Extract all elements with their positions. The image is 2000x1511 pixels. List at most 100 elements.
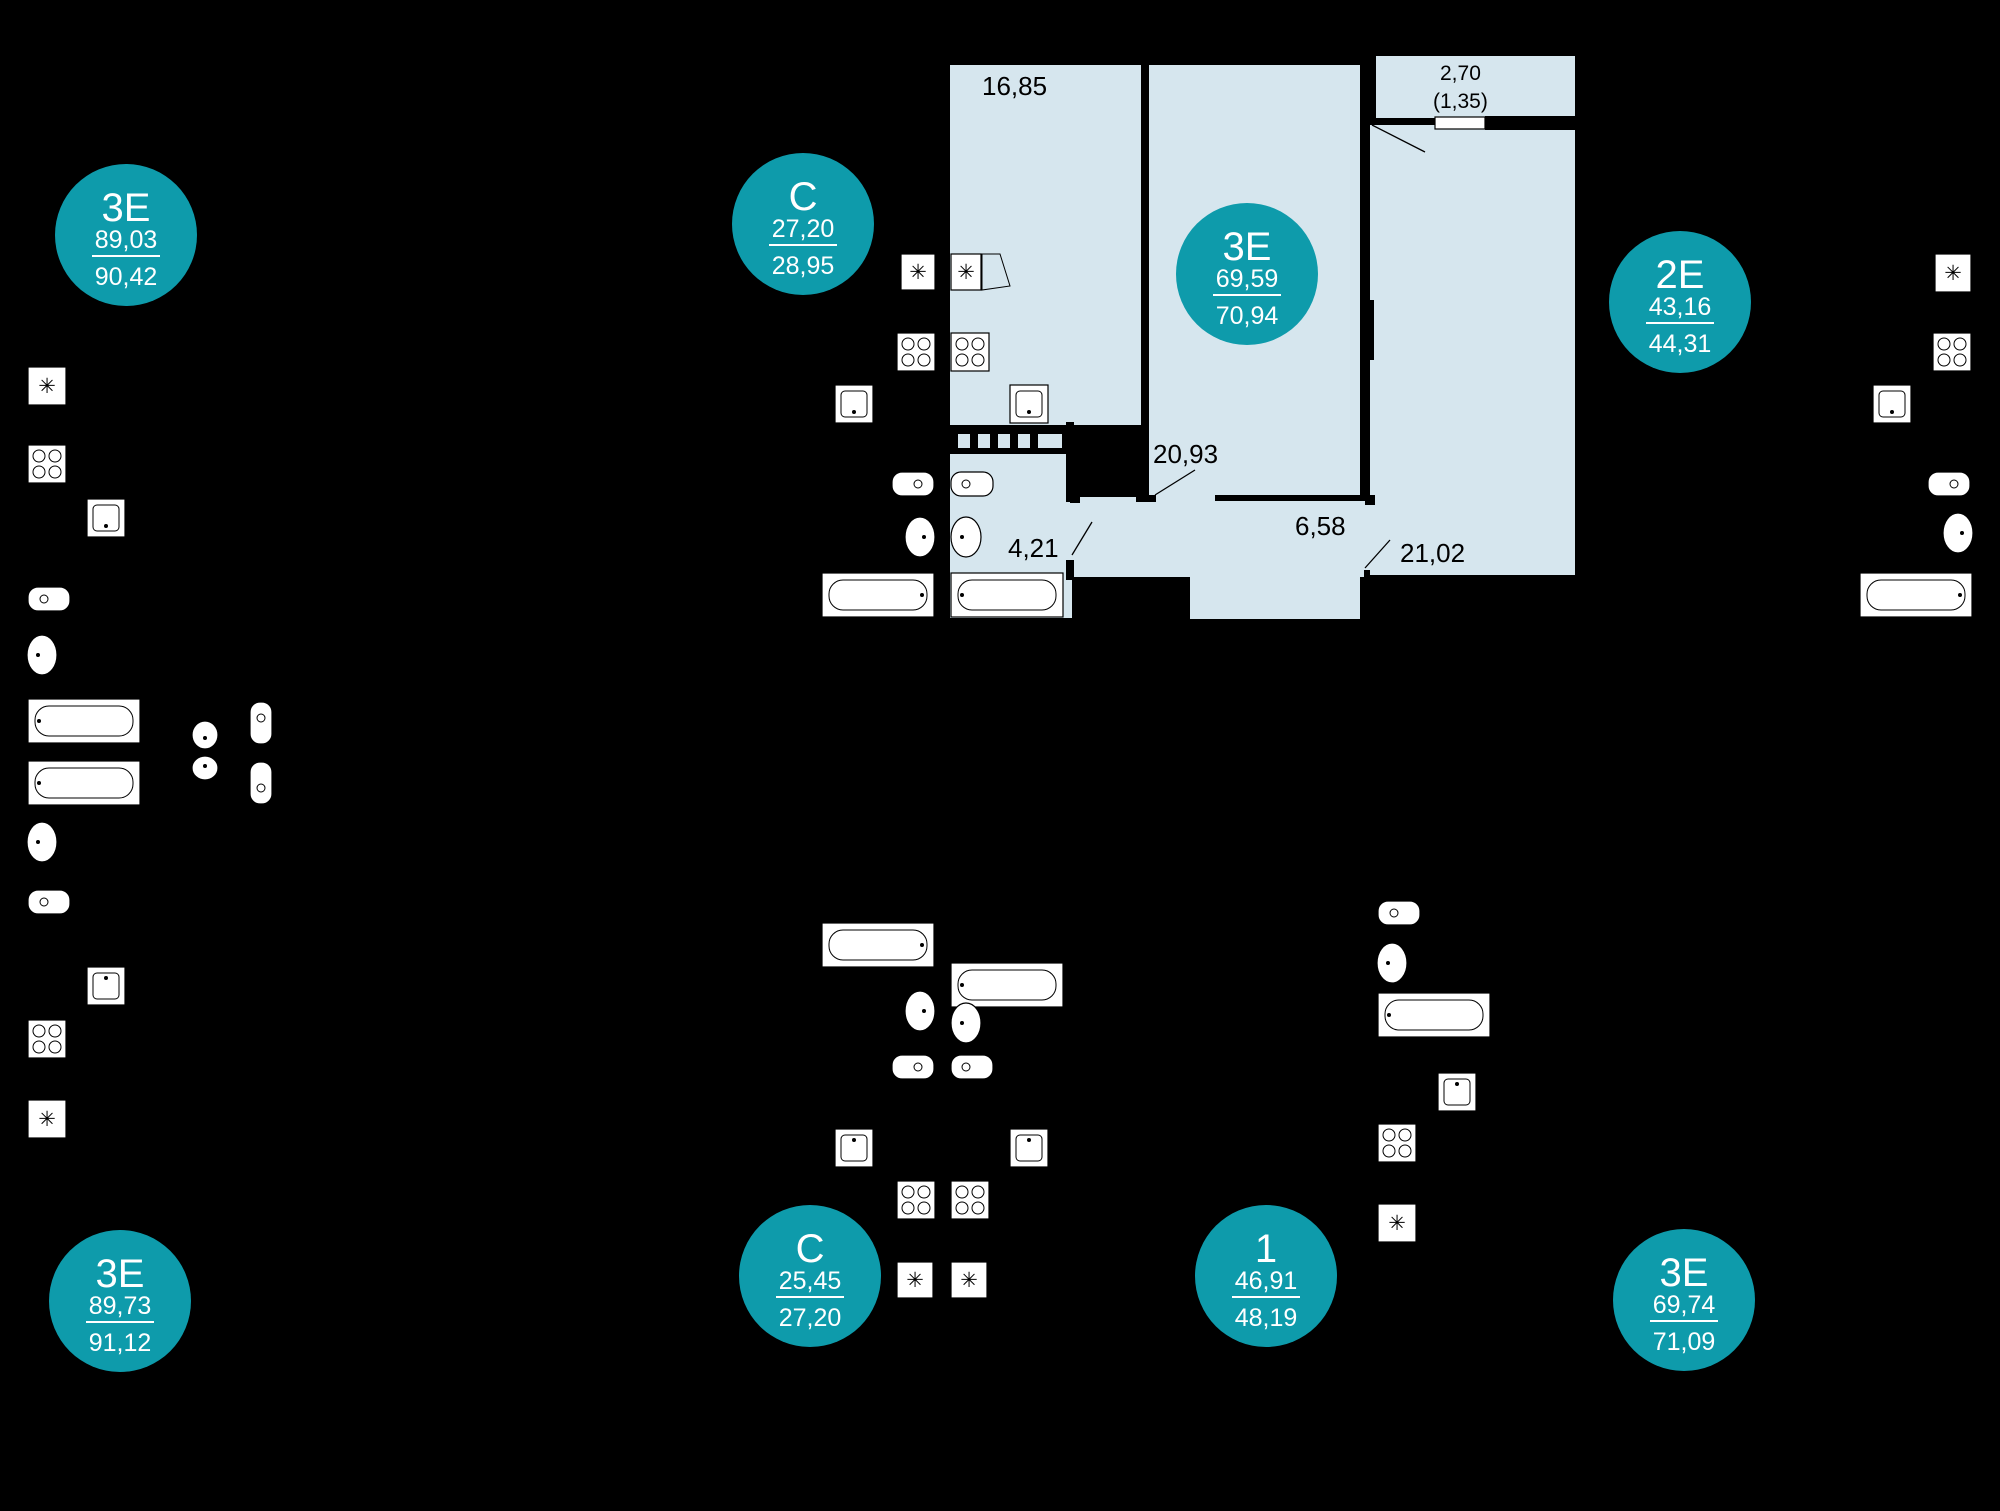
bathtub-icon [821, 922, 935, 968]
svg-text:✳: ✳ [1388, 1212, 1406, 1235]
badge-type: С [796, 1227, 825, 1271]
badge-apt-bottom-right[interactable]: 3Е 69,74 71,09 [1613, 1229, 1755, 1371]
wall [1066, 560, 1074, 580]
bathtub-icon [950, 572, 1064, 618]
ventilation-icon: ✳ [950, 253, 982, 291]
badge-total-area: 90,42 [95, 263, 158, 291]
badge-living-area: 69,74 [1653, 1291, 1716, 1319]
svg-text:✳: ✳ [38, 375, 56, 398]
bathtub-icon [821, 572, 935, 618]
wall [1070, 495, 1080, 503]
wall [1360, 62, 1370, 500]
sink-icon [86, 498, 126, 538]
washbasin-icon [26, 821, 58, 863]
badge-selected[interactable]: 3Е 69,59 70,94 [1176, 203, 1318, 345]
stove-icon [896, 1180, 936, 1220]
badge-apt-bottom-mid[interactable]: 1 46,91 48,19 [1195, 1205, 1337, 1347]
sink-icon [834, 1128, 874, 1168]
wall [1215, 495, 1365, 501]
washbasin-icon [950, 1002, 982, 1044]
toilet-icon [1377, 900, 1421, 926]
balcony-window [1434, 116, 1486, 130]
room-area-21-02: 21,02 [1400, 538, 1465, 568]
svg-text:✳: ✳ [960, 1269, 978, 1292]
door-swing [1071, 521, 1093, 556]
bathtub-icon [1377, 992, 1491, 1038]
svg-text:✳: ✳ [1944, 262, 1962, 285]
bathtub-icon [27, 698, 141, 744]
washbasin-icon [904, 516, 936, 558]
stove-icon [950, 332, 990, 372]
badge-type: С [789, 175, 818, 219]
badge-type: 3Е [1660, 1251, 1709, 1295]
ventilation-icon: ✳ [900, 253, 936, 291]
badge-total-area: 28,95 [772, 252, 835, 280]
badge-apt-bottom-left[interactable]: 3Е 89,73 91,12 [49, 1230, 191, 1372]
badge-living-area: 89,73 [89, 1292, 152, 1320]
badge-living-area: 46,91 [1235, 1267, 1298, 1295]
badge-living-area: 69,59 [1216, 265, 1279, 293]
toilet-icon [950, 1054, 994, 1080]
sink-icon [834, 384, 874, 424]
badge-apt-bottom-center[interactable]: С 25,45 27,20 [739, 1205, 881, 1347]
badge-apt-top-left[interactable]: 3Е 89,03 90,42 [55, 164, 197, 306]
sink-icon [1009, 384, 1049, 424]
toilet-icon [249, 701, 273, 745]
svg-text:✳: ✳ [906, 1269, 924, 1292]
badge-type: 2Е [1656, 253, 1705, 297]
fixtures-bottom-center: ✳ ✳ [821, 922, 1064, 1299]
fixtures-apt-top-center: ✳ [821, 253, 936, 618]
svg-text:✳: ✳ [38, 1108, 56, 1131]
door-swing [1154, 469, 1196, 496]
room-21-02 [1365, 125, 1575, 575]
toilet-icon [891, 471, 935, 497]
fixtures-left: ✳ ✳ [26, 366, 273, 1139]
wall [1364, 570, 1370, 578]
toilet-icon [27, 586, 71, 612]
badge-living-area: 89,03 [95, 226, 158, 254]
ventilation-icon: ✳ [1934, 253, 1972, 293]
stove-icon [1377, 1123, 1417, 1163]
ventilation-icon: ✳ [950, 1261, 988, 1299]
wall [1141, 65, 1149, 495]
badge-apt-top-center[interactable]: С 27,20 28,95 [732, 153, 874, 295]
door-swing [1364, 539, 1391, 569]
sink-icon [1437, 1072, 1477, 1112]
door-swing [1371, 124, 1426, 153]
range-hood-icon [981, 253, 1011, 291]
sink-icon [1009, 1128, 1049, 1168]
room-area-16-85: 16,85 [982, 71, 1047, 101]
svg-text:✳: ✳ [957, 261, 975, 284]
badge-total-area: 44,31 [1649, 330, 1712, 358]
stove-icon [1932, 332, 1972, 372]
wall [1066, 422, 1074, 502]
stove-icon [950, 1180, 990, 1220]
balcony-wall [1485, 116, 1575, 130]
stove-icon [27, 1019, 67, 1059]
hallway-6-58 [1072, 497, 1365, 577]
badge-type: 3Е [102, 186, 151, 230]
washbasin-icon [191, 720, 219, 750]
ventilation-icon: ✳ [27, 366, 67, 406]
entrance-niche [1190, 577, 1360, 619]
toilet-icon [891, 1054, 935, 1080]
badge-total-area: 71,09 [1653, 1328, 1716, 1356]
room-area-6-58: 6,58 [1295, 511, 1346, 541]
washbasin-icon [191, 755, 219, 781]
badge-apt-top-right[interactable]: 2Е 43,16 44,31 [1609, 231, 1751, 373]
sink-icon [86, 966, 126, 1006]
badge-total-area: 27,20 [779, 1304, 842, 1332]
balcony-area: 2,70 [1440, 62, 1481, 85]
washbasin-icon [950, 516, 982, 558]
badge-living-area: 25,45 [779, 1267, 842, 1295]
washbasin-icon [1376, 942, 1408, 984]
badge-total-area: 70,94 [1216, 302, 1279, 330]
badge-living-area: 43,16 [1649, 293, 1712, 321]
wall [1365, 495, 1375, 505]
toilet-icon [249, 761, 273, 805]
washbasin-icon [904, 990, 936, 1032]
fixtures-apt-top-right: ✳ [1859, 253, 1974, 618]
badge-living-area: 27,20 [772, 215, 835, 243]
wall [1136, 495, 1156, 502]
